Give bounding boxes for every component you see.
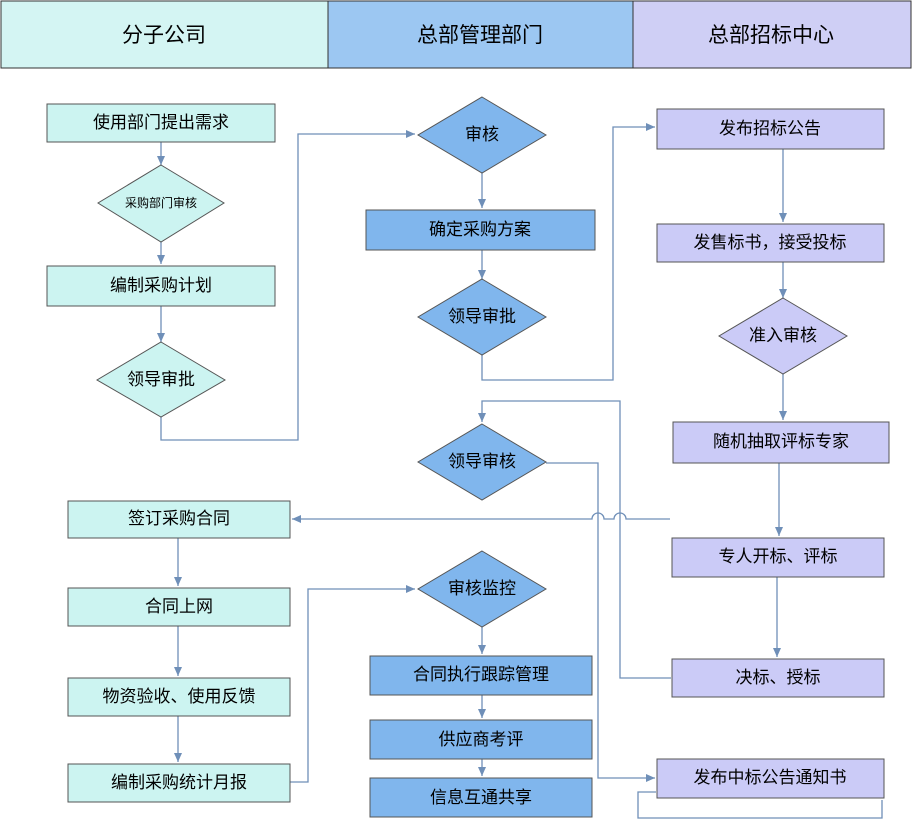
node-sell-docs-label: 发售标书，接受投标 [694, 233, 847, 253]
arrow-approval-to-hq-review [160, 130, 415, 441]
arrow-leader-review-to-winning-notice [546, 462, 655, 782]
connectors [157, 123, 883, 819]
arrow-report-to-monitor [290, 585, 415, 783]
node-hq-review-label: 审核 [465, 125, 499, 145]
node-hq-leader-review-label: 领导审核 [448, 452, 516, 472]
node-select-experts: 随机抽取评标专家 [672, 421, 890, 464]
header-hq-bidding: 总部招标中心 [632, 0, 912, 69]
node-hq-review: 审核 [417, 96, 547, 174]
node-supplier-eval: 供应商考评 [369, 719, 593, 760]
node-hq-leader-review: 领导审核 [417, 423, 547, 501]
node-sell-docs: 发售标书，接受投标 [656, 223, 885, 263]
arrow-award-to-leader-review [478, 400, 671, 679]
node-select-experts-label: 随机抽取评标专家 [713, 432, 849, 452]
node-subsidiary-leader-approval: 领导审批 [96, 341, 226, 418]
node-contract-online: 合同上网 [67, 587, 291, 627]
node-confirm-plan: 确定采购方案 [365, 209, 596, 251]
node-open-evaluate-label: 专人开标、评标 [719, 547, 838, 567]
node-compile-plan: 编制采购计划 [46, 265, 276, 307]
node-info-sharing-label: 信息互通共享 [430, 788, 532, 808]
node-contract-tracking: 合同执行跟踪管理 [369, 655, 593, 696]
node-submit-demand: 使用部门提出需求 [46, 103, 276, 143]
node-supplier-eval-label: 供应商考评 [439, 730, 524, 750]
node-sign-contract-label: 签订采购合同 [128, 509, 230, 529]
node-subsidiary-leader-approval-label: 领导审批 [127, 370, 195, 390]
node-hq-leader-approval: 领导审批 [417, 278, 547, 356]
node-admission-review-label: 准入审核 [749, 326, 817, 346]
node-hq-leader-approval-label: 领导审批 [448, 307, 516, 327]
node-contract-tracking-label: 合同执行跟踪管理 [413, 665, 549, 685]
node-open-evaluate: 专人开标、评标 [671, 537, 885, 578]
header-subsidiary-label: 分子公司 [122, 23, 206, 47]
node-winning-notice: 发布中标公告通知书 [656, 758, 885, 799]
node-publish-notice: 发布招标公告 [656, 108, 885, 150]
node-compile-plan-label: 编制采购计划 [110, 276, 212, 296]
node-acceptance-feedback-label: 物资验收、使用反馈 [103, 686, 256, 707]
arrow-approval-to-publish-notice [481, 123, 655, 381]
node-info-sharing: 信息互通共享 [369, 777, 593, 818]
node-monthly-report: 编制采购统计月报 [67, 763, 291, 803]
node-publish-notice-label: 发布招标公告 [719, 119, 821, 139]
header-subsidiary: 分子公司 [0, 0, 329, 69]
header-hq-bidding-label: 总部招标中心 [708, 23, 834, 47]
node-award-label: 决标、授标 [736, 668, 821, 688]
node-submit-demand-label: 使用部门提出需求 [93, 112, 229, 133]
header-hq-management-label: 总部管理部门 [417, 23, 543, 47]
node-review-monitor: 审核监控 [417, 550, 547, 628]
node-confirm-plan-label: 确定采购方案 [429, 220, 531, 240]
node-acceptance-feedback: 物资验收、使用反馈 [67, 677, 291, 717]
arrow-to-sign-contract [292, 512, 670, 523]
node-sign-contract: 签订采购合同 [67, 500, 291, 539]
node-monthly-report-label: 编制采购统计月报 [111, 773, 247, 793]
header-hq-management: 总部管理部门 [327, 0, 634, 69]
node-winning-notice-label: 发布中标公告通知书 [694, 768, 847, 788]
node-procurement-review-label: 采购部门审核 [125, 195, 197, 210]
line-winning-notice-loop [637, 791, 883, 819]
node-contract-online-label: 合同上网 [145, 597, 213, 617]
node-review-monitor-label: 审核监控 [448, 579, 516, 599]
node-admission-review: 准入审核 [718, 297, 848, 375]
node-procurement-review: 采购部门审核 [97, 164, 225, 243]
node-award: 决标、授标 [671, 658, 885, 698]
